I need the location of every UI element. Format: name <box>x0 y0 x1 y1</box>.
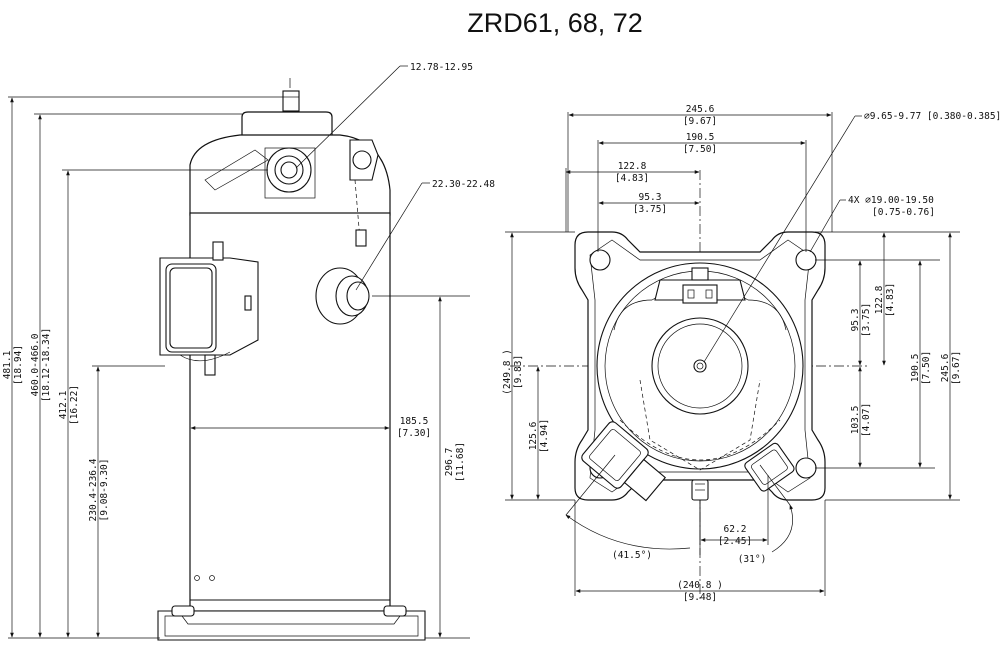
dim-r-245-in: [9.67] <box>951 351 962 385</box>
dim-w-122: 122.8 <box>618 161 647 172</box>
dim-h-125: 125.6 <box>528 421 539 450</box>
label-fitting-top: 12.78-12.95 <box>410 62 473 73</box>
dim-height-296-in: [11.68] <box>455 442 466 482</box>
label-hole-dia: ⌀9.65-9.77 [0.380-0.385] <box>864 111 1000 122</box>
label-angle-41: (41.5°) <box>612 550 652 561</box>
label-angle-31: (31°) <box>738 554 767 565</box>
dim-height-total: 481.1 <box>2 350 13 379</box>
dim-w-240: (240.8 ) <box>677 580 723 591</box>
dim-r-190-in: [7.50] <box>921 351 932 385</box>
dim-h-125-in: [4.94] <box>539 419 550 453</box>
drawing-title: ZRD61, 68, 72 <box>467 8 643 38</box>
dim-w-95-in: [3.75] <box>633 204 667 215</box>
dim-r-190: 190.5 <box>910 354 921 383</box>
dim-h-249-in: [9.83] <box>513 355 524 389</box>
label-mount-holes: 4X ⌀19.00-19.50 <box>848 195 934 206</box>
dim-h-249: (249.8 ) <box>502 349 513 395</box>
dim-height-total-in: [18.94] <box>13 345 24 385</box>
side-view: 481.1 [18.94] 460.0-466.0 [18.12-18.34] … <box>2 62 495 641</box>
dim-w-95: 95.3 <box>639 192 662 203</box>
dim-r-95: 95.3 <box>850 309 861 332</box>
dim-height-range: 460.0-466.0 <box>30 333 41 396</box>
dim-r-122: 122.8 <box>874 285 885 314</box>
dim-w-240-in: [9.48] <box>683 592 717 603</box>
dim-height-296: 296.7 <box>444 448 455 477</box>
dim-r-245: 245.6 <box>940 353 951 382</box>
top-view: 245.6 [9.67] 190.5 [7.50] 122.8 [4.83] 9… <box>502 104 1000 603</box>
dim-height-412: 412.1 <box>58 390 69 419</box>
dim-height-range-in: [18.12-18.34] <box>41 328 52 402</box>
dim-w-245: 245.6 <box>686 104 715 115</box>
dim-width-185-in: [7.30] <box>397 428 431 439</box>
dim-w-190-in: [7.50] <box>683 144 717 155</box>
dim-r-103-in: [4.07] <box>861 403 872 437</box>
dim-w-62: 62.2 <box>724 524 747 535</box>
dim-w-190: 190.5 <box>686 132 715 143</box>
dim-w-245-in: [9.67] <box>683 116 717 127</box>
dim-w-122-in: [4.83] <box>615 173 649 184</box>
dim-width-185: 185.5 <box>400 416 429 427</box>
dim-r-103: 103.5 <box>850 406 861 435</box>
dim-r-122-in: [4.83] <box>885 283 896 317</box>
label-fitting-side: 22.30-22.48 <box>432 179 495 190</box>
dim-height-230: 230.4-236.4 <box>88 458 99 521</box>
label-mount-holes-in: [0.75-0.76] <box>872 207 935 218</box>
dim-height-230-in: [9.08-9.30] <box>99 459 110 522</box>
dim-w-62-in: [2.45] <box>718 536 752 547</box>
dim-r-95-in: [3.75] <box>861 303 872 337</box>
dim-height-412-in: [16.22] <box>69 385 80 425</box>
